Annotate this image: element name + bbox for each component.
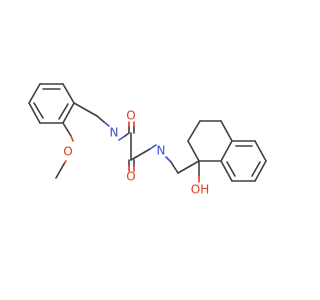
- bond: [254, 160, 267, 182]
- atom-labels: O O N N O OH: [63, 109, 209, 197]
- molecule-diagram: O O N N O OH: [28, 83, 267, 197]
- bond: [170, 161, 179, 174]
- bond: [118, 135, 126, 141]
- oxygen-label: O: [63, 145, 72, 159]
- nitrogen-label: N: [110, 126, 119, 140]
- bond: [55, 163, 65, 179]
- bond: [220, 120, 233, 142]
- bond: [96, 115, 105, 123]
- bond: [62, 102, 75, 124]
- bond: [177, 160, 200, 174]
- bond: [103, 121, 110, 127]
- bond: [62, 83, 75, 104]
- bond: [62, 122, 72, 137]
- hydroxyl-label: OH: [191, 183, 209, 197]
- bond: [58, 103, 69, 120]
- bond: [220, 160, 233, 182]
- bond: [187, 140, 200, 162]
- bond: [73, 102, 98, 117]
- bond: [251, 161, 261, 177]
- bond: [165, 156, 172, 163]
- bond: [226, 161, 236, 177]
- bond: [70, 135, 74, 142]
- oxygen-label: O: [126, 170, 135, 184]
- bond: [124, 132, 130, 137]
- bonds: [28, 83, 267, 183]
- bond: [28, 83, 41, 104]
- bond: [187, 120, 201, 142]
- bond: [149, 144, 157, 150]
- bond: [130, 148, 151, 161]
- bond: [220, 140, 233, 162]
- nitrogen-label: N: [157, 144, 166, 158]
- bond: [33, 102, 44, 119]
- bond: [254, 140, 267, 162]
- bond: [28, 102, 41, 124]
- oxygen-label: O: [126, 109, 135, 123]
